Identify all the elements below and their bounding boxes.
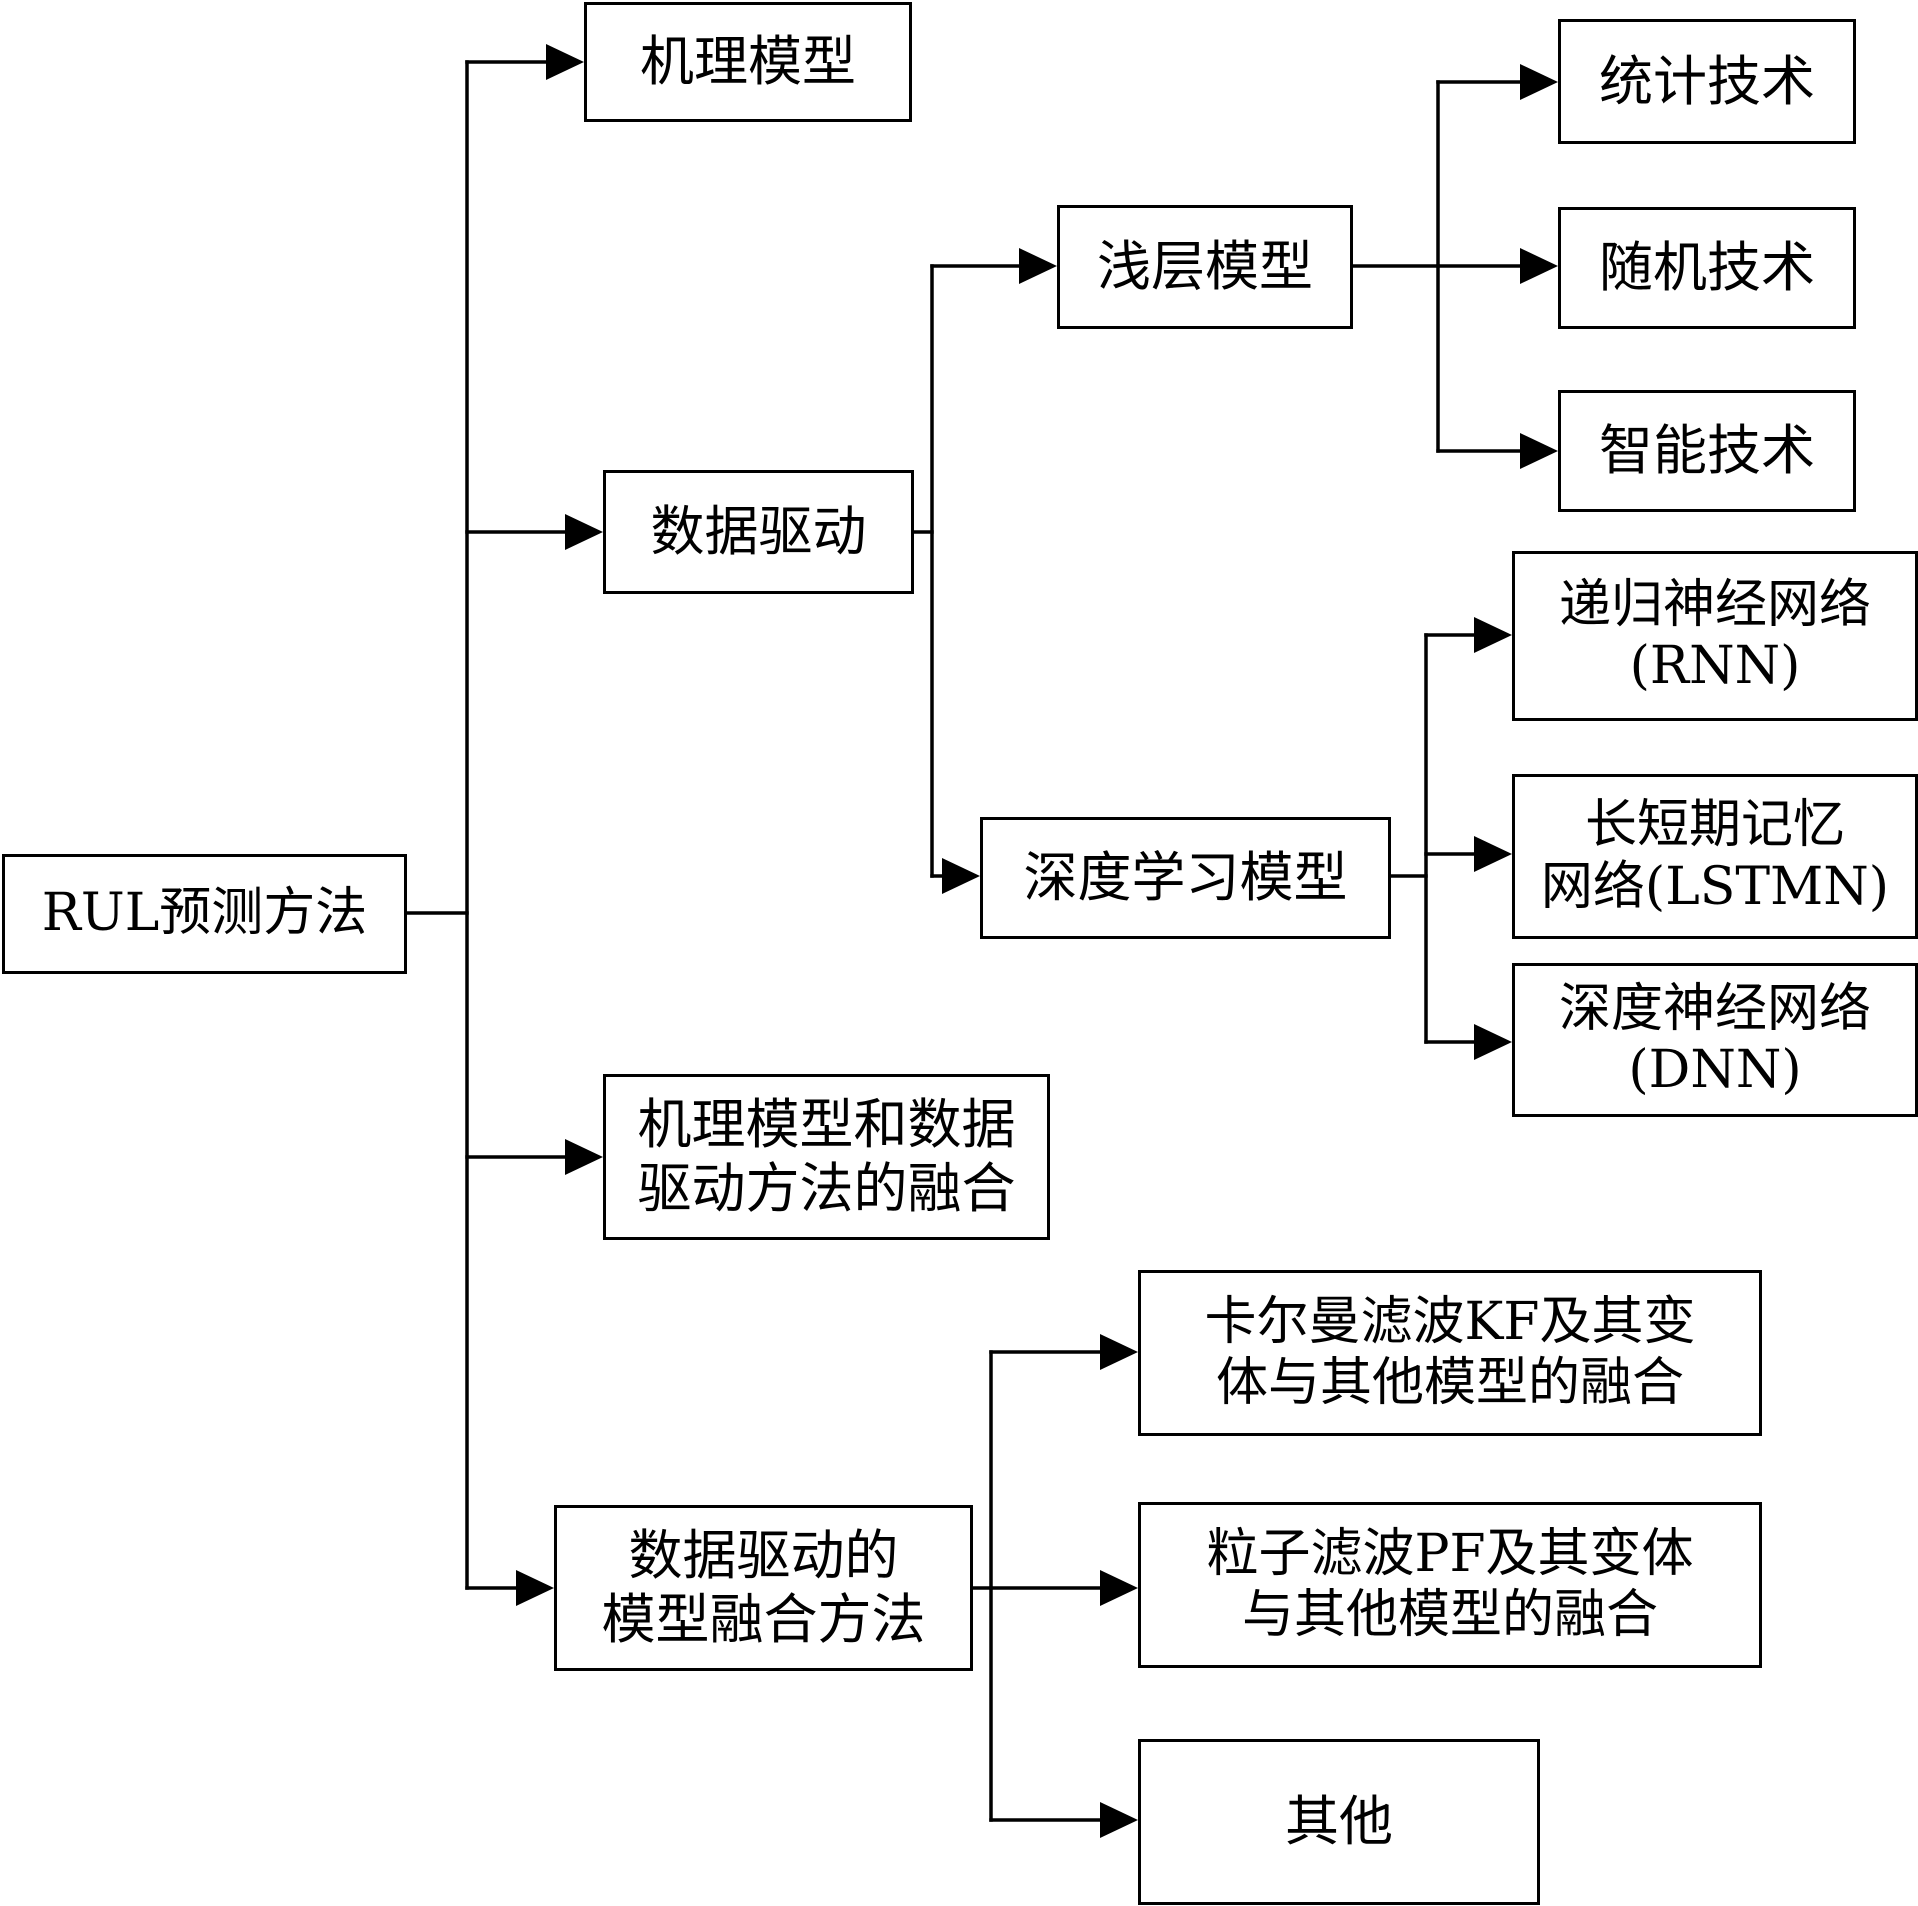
node-rnn: 递归神经网络 (RNN): [1512, 551, 1918, 721]
node-label-line: 驱动方法的融合: [637, 1157, 1016, 1220]
node-label-line: 其他: [1285, 1790, 1393, 1854]
arrowhead-deep-learning-model: [942, 858, 980, 894]
node-label-line: 智能技术: [1599, 419, 1815, 483]
node-label-line: 深度神经网络: [1558, 978, 1871, 1039]
arrowhead-shallow-model: [1019, 248, 1057, 284]
node-label-line: 网络(LSTMN): [1540, 856, 1890, 917]
node-label-line: 粒子滤波PF及其变体: [1206, 1523, 1694, 1584]
node-label-line: (RNN): [1629, 636, 1801, 696]
node-label-line: 深度学习模型: [1023, 846, 1348, 910]
arrowhead-other: [1100, 1802, 1138, 1838]
arrowhead-dnn: [1474, 1024, 1512, 1060]
node-label-line: 递归神经网络: [1558, 574, 1871, 635]
node-lstm: 长短期记忆 网络(LSTMN): [1512, 774, 1918, 939]
arrowhead-pf-fusion: [1100, 1570, 1138, 1606]
node-label-line: (DNN): [1628, 1040, 1802, 1100]
arrowhead-lstm: [1474, 836, 1512, 872]
arrowhead-mechanism-model: [546, 44, 584, 80]
node-data-driven-model-fusion: 数据驱动的 模型融合方法: [554, 1505, 973, 1671]
node-kf-fusion: 卡尔曼滤波KF及其变 体与其他模型的融合: [1138, 1270, 1762, 1436]
node-label-line: 与其他模型的融合: [1241, 1585, 1658, 1645]
node-label-line: RUL预测方法: [41, 883, 368, 944]
arrowhead-data-driven: [565, 514, 603, 550]
node-stochastic-tech: 随机技术: [1558, 207, 1856, 329]
node-label-line: 长短期记忆: [1584, 795, 1845, 856]
node-intelligent-tech: 智能技术: [1558, 390, 1856, 512]
arrowhead-mechanism-data-fusion: [565, 1139, 603, 1175]
node-label-line: 随机技术: [1599, 236, 1815, 300]
node-label-line: 机理模型: [640, 30, 856, 94]
node-label-line: 机理模型和数据: [637, 1093, 1016, 1157]
node-mechanism-model: 机理模型: [584, 2, 912, 122]
node-label-line: 模型融合方法: [601, 1588, 926, 1651]
node-dnn: 深度神经网络 (DNN): [1512, 963, 1918, 1117]
arrowhead-statistical-tech: [1520, 64, 1558, 100]
arrowhead-stochastic-tech: [1520, 248, 1558, 284]
node-label-line: 体与其他模型的融合: [1215, 1353, 1684, 1413]
node-label-line: 数据驱动的: [628, 1524, 899, 1588]
node-data-driven: 数据驱动: [603, 470, 914, 594]
node-label-line: 卡尔曼滤波KF及其变: [1204, 1291, 1696, 1352]
node-pf-fusion: 粒子滤波PF及其变体 与其他模型的融合: [1138, 1502, 1762, 1668]
arrowhead-intelligent-tech: [1520, 433, 1558, 469]
node-shallow-model: 浅层模型: [1057, 205, 1353, 329]
arrowhead-kf-fusion: [1100, 1334, 1138, 1370]
node-statistical-tech: 统计技术: [1558, 19, 1856, 144]
node-label-line: 统计技术: [1599, 49, 1815, 113]
node-deep-learning-model: 深度学习模型: [980, 817, 1391, 939]
arrowhead-data-driven-model-fusion: [516, 1570, 554, 1606]
node-label-line: 数据驱动: [650, 500, 867, 564]
node-other: 其他: [1138, 1739, 1540, 1905]
root-node-rul-prediction-methods: RUL预测方法: [2, 854, 407, 974]
node-label-line: 浅层模型: [1097, 235, 1313, 299]
arrowhead-rnn: [1474, 617, 1512, 653]
node-mechanism-data-fusion: 机理模型和数据 驱动方法的融合: [603, 1074, 1050, 1240]
